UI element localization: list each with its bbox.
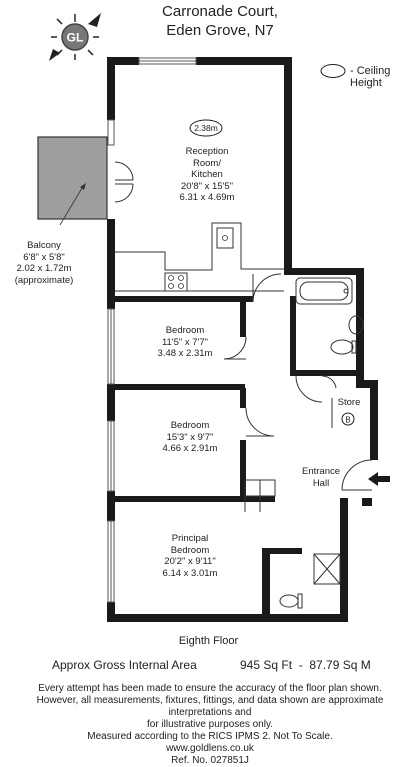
bathroom-fixtures <box>295 277 364 355</box>
principal-name-line1: Principal <box>171 533 209 544</box>
reference-number: Ref. No. 027851J <box>171 755 249 766</box>
bedroom2-metric: 4.66 x 2.91m <box>162 443 218 454</box>
principal-imperial: 20'2" x 9'11" <box>164 556 216 567</box>
entrance-name-line2: Hall <box>312 477 330 489</box>
ceiling-height-marker <box>189 119 223 137</box>
windows <box>107 57 197 603</box>
entrance-hall-label: Entrance Hall <box>296 466 346 489</box>
bedroom1-name: Bedroom <box>165 325 205 336</box>
balcony-metric: 2.02 x 1.72m <box>16 263 72 274</box>
legend-label: - Ceiling Height <box>350 65 391 89</box>
bedroom2-imperial: 15'3" x 9'7" <box>166 431 214 443</box>
reception-imperial: 20'8" x 15'5" <box>180 180 234 192</box>
reception-name-line3: Kitchen <box>191 169 223 180</box>
principal-bedroom-label: Principal Bedroom 20'2" x 9'11" 6.14 x 3… <box>145 533 235 579</box>
floor-label: Eighth Floor <box>178 635 239 647</box>
logo-text: GL <box>67 31 84 45</box>
compass-sun-icon: GL <box>49 13 101 61</box>
reception-name-line1: Reception <box>185 146 229 157</box>
balcony-area <box>37 136 108 220</box>
store-label: Store <box>337 397 361 408</box>
property-title-line1: Carronade Court, <box>162 3 278 20</box>
balcony-name: Balcony <box>27 240 61 251</box>
entrance-arrow-icon <box>368 472 390 486</box>
area-label: Approx Gross Internal Area <box>52 658 197 672</box>
entrance-name-line1: Entrance <box>301 466 341 477</box>
sink-icon <box>216 227 234 249</box>
balcony-label: Balcony 6'8" x 5'8" 2.02 x 1.72m (approx… <box>2 240 86 286</box>
bedroom2-label: Bedroom 15'3" x 9'7" 4.66 x 2.91m <box>145 420 235 455</box>
wardrobe <box>244 479 276 512</box>
bedroom1-metric: 3.48 x 2.31m <box>157 348 213 359</box>
bedroom1-label: Bedroom 11'5" x 7'7" 3.48 x 2.31m <box>140 325 230 360</box>
balcony-note: (approximate) <box>14 274 74 286</box>
ensuite-fixtures <box>279 553 341 609</box>
disclaimer-line2: However, all measurements, fixtures, fit… <box>36 695 384 718</box>
disclaimer-line3: for illustrative purposes only. <box>147 719 273 730</box>
property-title-line2: Eden Grove, N7 <box>166 22 274 39</box>
disclaimer-line4: Measured according to the RICS IPMS 2. N… <box>87 731 333 742</box>
area-value: 945 Sq Ft - 87.79 Sq M <box>240 658 371 672</box>
reception-room-label: Reception Room/ Kitchen 20'8" x 15'5" 6.… <box>160 146 254 204</box>
disclaimer: Every attempt has been made to ensure th… <box>20 683 400 767</box>
bedroom1-imperial: 11'5" x 7'7" <box>161 336 209 348</box>
principal-metric: 6.14 x 3.01m <box>162 567 218 579</box>
bedroom2-name: Bedroom <box>170 420 210 431</box>
balcony-imperial: 6'8" x 5'8" <box>23 251 65 263</box>
reception-metric: 6.31 x 4.69m <box>179 192 235 203</box>
store-badge-text: B <box>345 416 350 425</box>
website-link[interactable]: www.goldlens.co.uk <box>166 743 254 754</box>
hob-icon <box>164 272 188 292</box>
reception-name-line2: Room/ <box>193 157 221 169</box>
store-badge-icon <box>341 412 355 426</box>
kitchen-counter <box>115 222 284 292</box>
disclaimer-line1: Every attempt has been made to ensure th… <box>38 683 382 694</box>
interior-doors <box>223 273 373 491</box>
principal-name-line2: Bedroom <box>170 544 210 556</box>
ellipse-outline-icon <box>320 64 346 78</box>
ceiling-height-value: 2.38m <box>194 123 218 133</box>
balcony-doors <box>114 161 134 203</box>
